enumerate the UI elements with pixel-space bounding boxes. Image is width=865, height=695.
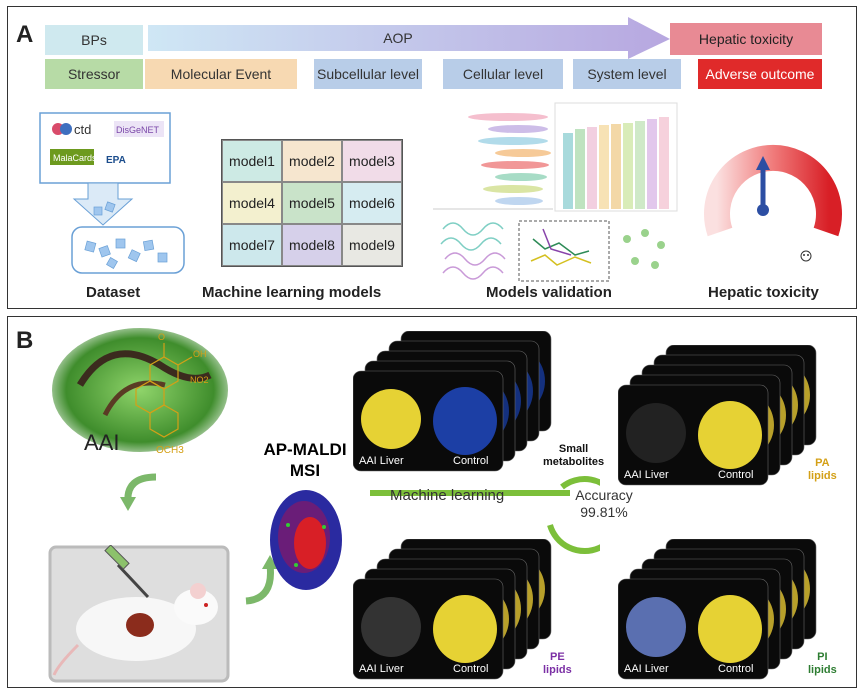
model-cell: model6	[342, 182, 402, 224]
ml-accuracy-graphic	[370, 476, 600, 554]
msi-stack	[353, 539, 552, 680]
stack-tag-line1: PI	[817, 651, 828, 663]
panel-b: B O OH NO2 AAI OCH3	[7, 316, 857, 688]
aai-label: AAI	[84, 430, 119, 455]
aop-step-subcellular: Subcellular level	[314, 59, 422, 89]
bps-box: BPs	[45, 25, 143, 55]
stack-tag-line2: metabolites	[543, 456, 605, 468]
stack-left-label: AAI Liver	[359, 455, 404, 467]
panel-a: A BPs AOP Hepatic toxicity Stressor Mole…	[7, 6, 857, 309]
panel-a-label: A	[16, 21, 34, 48]
stack-right-label: Control	[453, 455, 489, 467]
aop-step-adverse: Adverse outcome	[698, 59, 822, 89]
cycle-arrow-icon	[245, 555, 278, 605]
aop-step-molecular: Molecular Event	[145, 59, 297, 89]
aop-label: AOP	[383, 30, 413, 46]
msi-stack	[353, 331, 552, 472]
dataset-illustration: ctd DisGeNET MalaCards EPA	[39, 112, 185, 274]
model-cell: model2	[282, 140, 342, 182]
malacards-logo-text: MalaCards	[53, 153, 97, 163]
aai-plant-image: O OH NO2 AAI	[52, 328, 228, 455]
stack-left-label: AAI Liver	[359, 663, 404, 675]
model-cell: model5	[282, 182, 342, 224]
stack-tag-line1: PA	[815, 457, 830, 469]
ml-label: Machine learning	[390, 487, 505, 504]
stack-tag-line1: Small	[558, 443, 589, 455]
molecule-methoxy-label: OCH3	[156, 445, 184, 456]
cycle-arrow-icon	[120, 473, 157, 511]
msi-stack	[618, 345, 817, 486]
model-cell: model1	[222, 140, 282, 182]
method-line2: MSI	[289, 461, 321, 480]
msi-image	[270, 490, 342, 590]
model-cell: model7	[222, 224, 282, 266]
method-label: AP-MALDI MSI	[260, 439, 350, 481]
stack-left-label: AAI Liver	[624, 469, 669, 481]
ctd-logo-text: ctd	[74, 122, 91, 137]
molecule-nitro-label: NO2	[190, 375, 209, 385]
stack-tag-line2: lipids	[808, 470, 837, 482]
method-line1: AP-MALDI	[263, 440, 347, 459]
aop-step-stressor: Stressor	[45, 59, 143, 89]
validation-illustration	[433, 102, 678, 282]
aop-step-cellular: Cellular level	[443, 59, 563, 89]
disgenet-logo-text: DisGeNET	[116, 125, 160, 135]
panel-b-label: B	[16, 327, 34, 354]
hepatic-toxicity-box: Hepatic toxicity	[670, 23, 822, 55]
accuracy-label: Accuracy	[575, 487, 633, 503]
stack-right-label: Control	[718, 469, 754, 481]
aop-arrow	[148, 17, 670, 59]
accuracy-readout: Accuracy 99.81%	[568, 487, 640, 521]
molecule-acid-label: OH	[193, 349, 207, 359]
toxicity-gauge	[704, 144, 842, 262]
stack-right-label: Control	[718, 663, 754, 675]
stack-tag-line2: lipids	[543, 664, 572, 676]
caption-hepatic: Hepatic toxicity	[708, 284, 819, 301]
molecule-carbonyl-label: O	[158, 332, 165, 342]
caption-dataset: Dataset	[86, 284, 141, 301]
stack-tag-line1: PE	[550, 651, 565, 663]
stack-tag-line2: lipids	[808, 664, 837, 676]
msi-stack	[618, 539, 817, 680]
aop-step-system: System level	[573, 59, 681, 89]
caption-ml-models: Machine learning models	[202, 284, 382, 301]
skull-icon	[800, 250, 812, 262]
stack-left-label: AAI Liver	[624, 663, 669, 675]
epa-logo-text: EPA	[106, 155, 126, 166]
caption-validation: Models validation	[486, 284, 612, 301]
rat-image	[48, 545, 230, 683]
stack-right-label: Control	[453, 663, 489, 675]
model-cell: model9	[342, 224, 402, 266]
model-cell: model8	[282, 224, 342, 266]
accuracy-value: 99.81%	[580, 504, 628, 520]
model-cell: model3	[342, 140, 402, 182]
model-cell: model4	[222, 182, 282, 224]
model-grid: model1 model2 model3 model4 model5 model…	[221, 139, 403, 267]
